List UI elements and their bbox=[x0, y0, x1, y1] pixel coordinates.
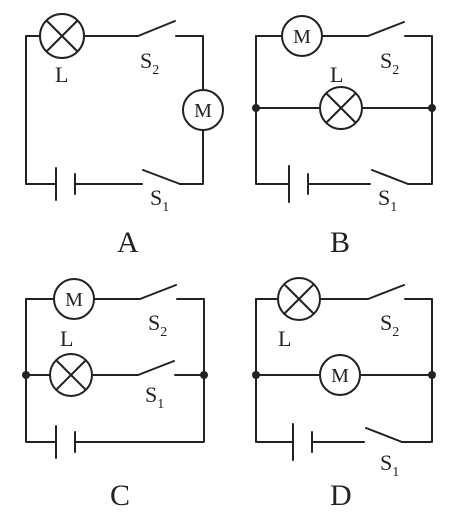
circuit-c: M L S2 S1 C bbox=[22, 278, 208, 512]
circuit-b-switch-s1-blade bbox=[371, 169, 409, 185]
circuit-b-lamp-label: L bbox=[330, 62, 343, 87]
circuit-a-left-wire bbox=[25, 35, 57, 185]
circuit-d-motor-label: M bbox=[331, 365, 349, 387]
circuit-c-switch-s1-blade bbox=[137, 360, 175, 376]
circuit-b: M L S2 S1 B bbox=[252, 15, 436, 259]
circuit-c-right-bottom-wire bbox=[74, 298, 205, 443]
option-b-label: B bbox=[330, 226, 350, 259]
circuit-d-right-wire bbox=[401, 298, 433, 443]
option-d-label: D bbox=[330, 479, 352, 512]
circuit-c-left-wire bbox=[25, 298, 57, 443]
circuit-d-s1-label: S1 bbox=[380, 450, 399, 480]
circuit-d-s2-label: S2 bbox=[380, 310, 399, 340]
option-a-label: A bbox=[117, 226, 139, 259]
circuit-a-s1-label: S1 bbox=[150, 185, 169, 215]
circuit-b-switch-s2-blade bbox=[367, 21, 405, 37]
circuit-a-top-right-wire bbox=[175, 35, 204, 91]
circuit-c-junction-left bbox=[22, 371, 30, 379]
circuit-c-s2-label: S2 bbox=[148, 310, 167, 340]
circuit-b-junction-left bbox=[252, 104, 260, 112]
circuit-a: M L S2 S1 A bbox=[25, 13, 224, 259]
circuit-d-junction-left bbox=[252, 371, 260, 379]
circuit-c-motor-icon bbox=[53, 278, 95, 320]
circuit-b-junction-right bbox=[428, 104, 436, 112]
circuit-c-junction-right bbox=[200, 371, 208, 379]
circuit-d-lamp-label: L bbox=[278, 326, 291, 351]
circuit-a-right-wire bbox=[179, 129, 204, 185]
circuit-c-lamp-label: L bbox=[60, 326, 73, 351]
circuit-c-switch-s2-blade bbox=[139, 284, 177, 300]
circuit-d-switch-s2-blade bbox=[367, 284, 405, 300]
circuit-d-junction-right bbox=[428, 371, 436, 379]
circuit-b-left-wire bbox=[255, 35, 290, 185]
circuit-d-left-wire bbox=[255, 298, 294, 443]
circuit-a-switch-s2-blade bbox=[137, 20, 176, 37]
circuit-d-motor-icon bbox=[319, 354, 361, 396]
circuit-c-s1-label: S1 bbox=[145, 382, 164, 412]
circuit-b-motor-label: M bbox=[293, 26, 311, 48]
circuit-d-switch-s1-blade bbox=[365, 427, 403, 443]
circuit-a-s2-label: S2 bbox=[140, 48, 159, 78]
circuit-a-lamp-label: L bbox=[55, 62, 68, 87]
circuit-a-motor-icon bbox=[182, 89, 224, 131]
circuit-b-s2-label: S2 bbox=[380, 48, 399, 78]
option-c-label: C bbox=[110, 479, 130, 512]
circuit-c-motor-label: M bbox=[65, 289, 83, 311]
circuit-b-right-wire bbox=[404, 35, 433, 185]
circuit-b-motor-icon bbox=[281, 15, 323, 57]
circuit-d: M L S2 S1 D bbox=[252, 277, 436, 512]
circuit-b-s1-label: S1 bbox=[378, 185, 397, 215]
circuit-a-switch-s1-blade bbox=[142, 169, 181, 185]
circuit-a-motor-label: M bbox=[194, 100, 212, 122]
